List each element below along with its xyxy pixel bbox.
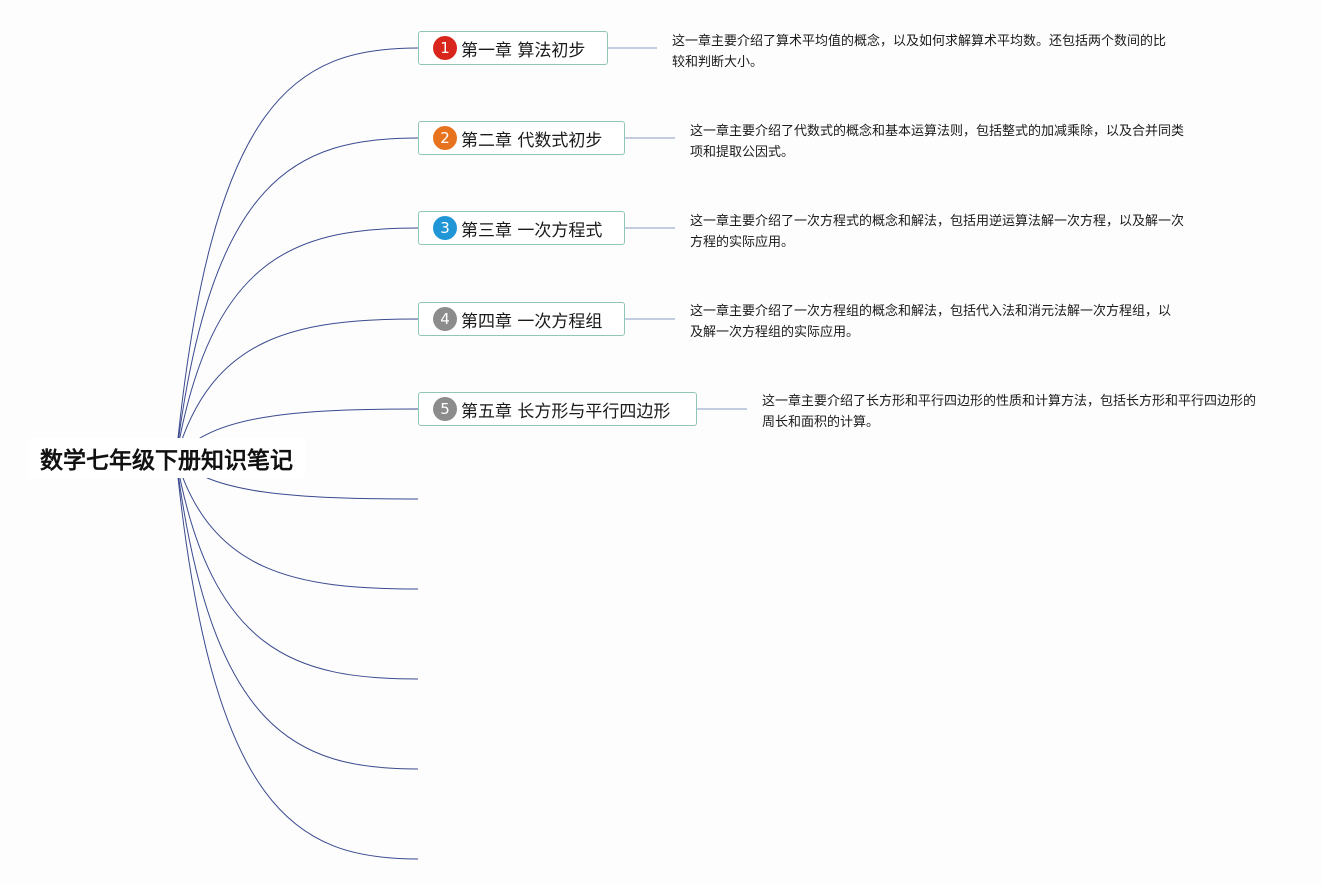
note-chapter-2: 这一章主要介绍了代数式的概念和基本运算法则，包括整式的加减乘除，以及合并同类项和… (690, 124, 1185, 160)
topic-label: 第三章 一次方程式 (461, 220, 603, 241)
branch-line-1 (175, 47, 419, 459)
priority-1-icon: 1 (433, 36, 457, 60)
topic-chapter-3[interactable]: 3 第三章 一次方程式 (418, 211, 625, 245)
topic-chapter-5[interactable]: 5 第五章 长方形与平行四边形 (418, 392, 697, 426)
note-chapter-1: 这一章主要介绍了算术平均值的概念，以及如何求解算术平均数。还包括两个数间的比较和… (672, 34, 1167, 70)
topic-label: 第二章 代数式初步 (461, 130, 603, 151)
root-title: 数学七年级下册知识笔记 (40, 448, 293, 474)
topic-label: 第四章 一次方程组 (461, 311, 603, 332)
branch-line-9 (175, 457, 419, 770)
topic-chapter-2[interactable]: 2 第二章 代数式初步 (418, 121, 625, 155)
note-chapter-4: 这一章主要介绍了一次方程组的概念和解法，包括代入法和消元法解一次方程组，以及解一… (690, 304, 1172, 340)
note-chapter-3: 这一章主要介绍了一次方程式的概念和解法，包括用逆运算法解一次方程，以及解一次方程… (690, 214, 1185, 250)
priority-2-icon: 2 (433, 126, 457, 150)
note-chapter-5: 这一章主要介绍了长方形和平行四边形的性质和计算方法，包括长方形和平行四边形的周长… (762, 394, 1257, 430)
topic-label: 第五章 长方形与平行四边形 (461, 401, 671, 422)
topic-chapter-1[interactable]: 1 第一章 算法初步 (418, 31, 608, 65)
priority-5-icon: 5 (433, 397, 457, 421)
branch-line-3 (175, 227, 419, 459)
branch-line-4 (175, 318, 419, 459)
branch-line-10 (175, 457, 419, 860)
topic-label: 第一章 算法初步 (461, 40, 586, 61)
priority-4-icon: 4 (433, 307, 457, 331)
topic-chapter-4[interactable]: 4 第四章 一次方程组 (418, 302, 625, 336)
branch-line-8 (175, 457, 419, 680)
priority-3-icon: 3 (433, 216, 457, 240)
branch-line-7 (175, 457, 419, 590)
root-topic[interactable]: 数学七年级下册知识笔记 (28, 438, 305, 478)
branch-line-2 (175, 137, 419, 459)
